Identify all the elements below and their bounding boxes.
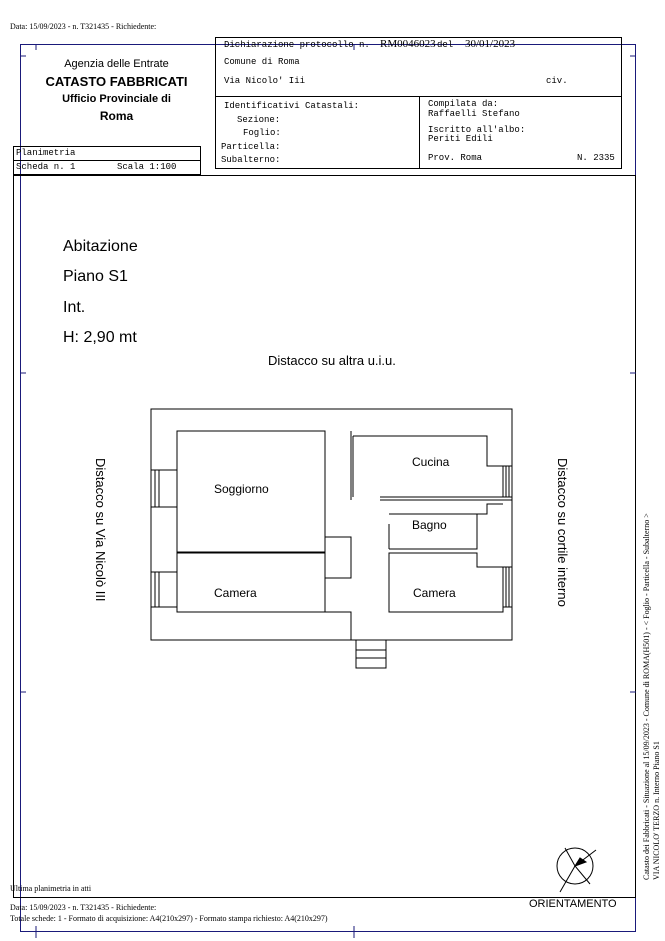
bathroom-step [477, 503, 503, 515]
corridor-left-wall [325, 536, 352, 579]
civ-label: civ. [546, 76, 568, 86]
province-text: Prov. Roma [428, 153, 483, 163]
subalterno-label: Subalterno: [221, 155, 281, 165]
entrance-steps [356, 649, 386, 659]
registry-number: N. 2335 [577, 153, 615, 163]
room-cucina: Cucina [412, 455, 450, 469]
agency-name: Agenzia delle Entrate [64, 58, 169, 70]
plan-interior: Int. [63, 299, 86, 316]
plan-height: H: 2,90 mt [63, 329, 137, 346]
compass-icon [556, 847, 597, 893]
kitchen-outline [353, 435, 504, 498]
protocol-number: RM0046023 [380, 38, 436, 50]
bedroom-left-outline [176, 552, 326, 613]
bathroom-outline [389, 513, 478, 550]
room-bagno: Bagno [412, 518, 447, 532]
sezione-label: Sezione: [237, 115, 281, 125]
bedroom-right-outline [388, 552, 504, 613]
header-request-line: Data: 15/09/2023 - n. T321435 - Richiede… [10, 22, 157, 31]
particella-label: Particella: [221, 142, 281, 152]
room-camera-left: Camera [214, 586, 257, 600]
top-distance-label: Distacco su altra u.i.u. [268, 353, 396, 368]
foglio-label: Foglio: [243, 128, 281, 138]
compiler-box [419, 96, 622, 169]
declaration-date: 30/01/2023 [465, 38, 516, 50]
window-right-1 [503, 465, 512, 498]
window-left-2 [151, 571, 177, 608]
outer-wall [150, 408, 513, 641]
plan-title: Abitazione [63, 238, 138, 255]
protocol-label: Dichiarazione protocollo n. [224, 40, 370, 50]
registered-label: Iscritto all'albo: [428, 125, 526, 135]
room-camera-right: Camera [413, 586, 456, 600]
drawing-frame [13, 175, 636, 898]
side-text-line2: VIA NICOLO' TERZO n. Interno Piano S1 [652, 741, 661, 880]
last-plan-note: Ultima planimetria in atti [10, 884, 92, 893]
scheda-number: Scheda n. 1 [16, 162, 76, 172]
footer-format-line: Totale schede: 1 - Formato di acquisizio… [10, 914, 328, 923]
office-label: Ufficio Provinciale di [62, 93, 171, 105]
compiled-label: Compilata da: [428, 99, 499, 109]
scale-text: Scala 1:100 [117, 162, 177, 172]
catasto-title: CATASTO FABBRICATI [45, 74, 188, 89]
date-label: del [437, 40, 454, 50]
registry-name: Periti Edili [428, 134, 493, 144]
identifiers-heading: Identificativi Catastali: [224, 101, 360, 111]
office-city: Roma [99, 109, 134, 123]
sheet-type: Planimetria [16, 148, 76, 158]
footer-request-line: Data: 15/09/2023 - n. T321435 - Richiede… [10, 903, 157, 912]
orientation-label: ORIENTAMENTO [529, 898, 617, 910]
address-text: Via Nicolo' Iii [224, 76, 306, 86]
compiler-name: Raffaelli Stefano [428, 109, 520, 119]
living-room-outline [176, 430, 326, 553]
plan-floor: Piano S1 [63, 268, 128, 285]
room-soggiorno: Soggiorno [214, 482, 269, 496]
entrance [355, 640, 387, 669]
window-right-2 [503, 566, 512, 608]
comune-text: Comune di Roma [224, 57, 300, 67]
window-left-1 [151, 469, 177, 508]
sheet-scale-box [13, 160, 201, 175]
side-text-line1: Catasto dei Fabbricati - Situazione al 1… [642, 513, 651, 880]
corridor-wall-2 [325, 611, 352, 640]
